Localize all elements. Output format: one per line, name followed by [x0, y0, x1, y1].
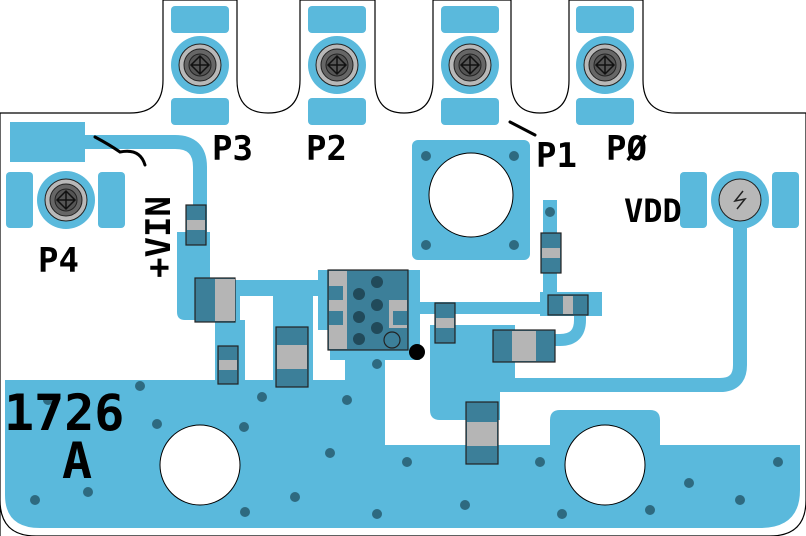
connector-p4[interactable]: [6, 171, 125, 229]
leader-line: [508, 120, 537, 137]
connector-vdd[interactable]: [680, 171, 799, 229]
vin-trace: [85, 135, 207, 235]
label-p4: P4: [38, 241, 79, 281]
label-vdd: VDD: [624, 192, 682, 230]
via-group: [30, 151, 783, 519]
revision-label: A: [62, 432, 92, 490]
vdd-trace: [500, 225, 747, 392]
resistor[interactable]: [547, 294, 589, 316]
label-p3: P3: [212, 129, 253, 169]
rf-trace: [500, 300, 586, 346]
label-p2: P2: [306, 129, 347, 169]
mount-hole: [428, 152, 514, 238]
connector-p1[interactable]: [441, 6, 499, 125]
leader-line: [93, 135, 147, 167]
capacitor[interactable]: [492, 329, 556, 363]
resistor[interactable]: [185, 204, 207, 246]
resistor[interactable]: [540, 232, 562, 274]
label-p0: PØ: [606, 129, 647, 169]
pin1-marker: [409, 344, 425, 360]
ic-chip[interactable]: [327, 269, 409, 351]
board-number: 1726: [4, 384, 124, 442]
mounting-hole: [159, 424, 241, 506]
capacitor[interactable]: [194, 277, 236, 323]
capacitor[interactable]: [275, 326, 309, 388]
connector-p0[interactable]: [576, 6, 634, 125]
label-vin: +VIN: [139, 196, 179, 278]
resistor[interactable]: [217, 345, 239, 385]
mounting-hole: [564, 424, 646, 506]
label-p1: P1: [536, 136, 577, 176]
vin-pad: [10, 122, 85, 162]
capacitor[interactable]: [465, 401, 499, 465]
connector-p3[interactable]: [171, 6, 229, 125]
connector-p2[interactable]: [308, 6, 366, 125]
resistor[interactable]: [434, 302, 456, 344]
